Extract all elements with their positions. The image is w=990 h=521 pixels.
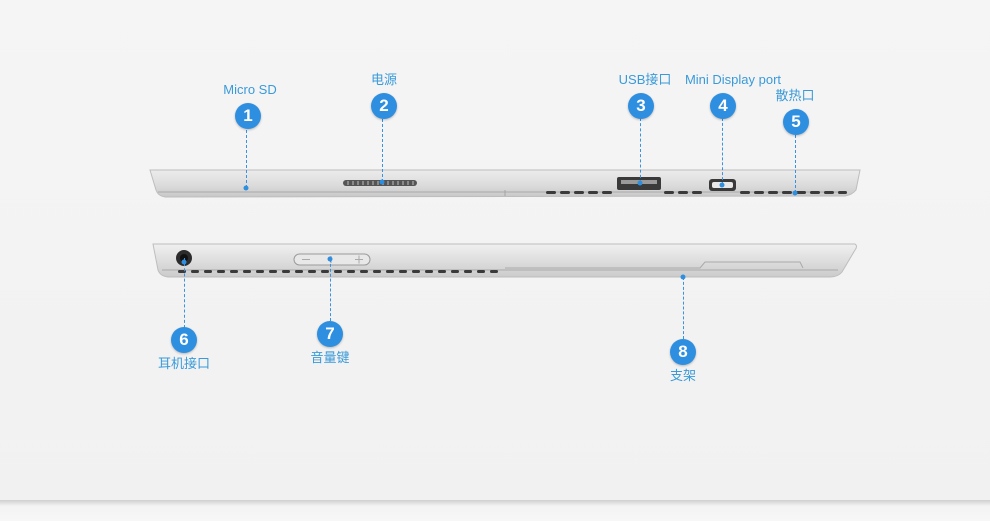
label-volume-keys: 音量键 [310, 350, 350, 365]
label-vent: 散热口 [775, 88, 815, 103]
anchor-dot-7 [327, 256, 333, 262]
leader-line-1 [246, 130, 247, 188]
anchor-dot-8 [680, 274, 686, 280]
badge-1: 1 [235, 103, 261, 129]
leader-line-2 [382, 119, 383, 182]
badge-3: 3 [628, 93, 654, 119]
label-kickstand: 支架 [669, 368, 697, 383]
anchor-dot-2 [379, 179, 385, 185]
anchor-dot-3 [637, 180, 643, 186]
leader-line-6 [184, 258, 185, 328]
leader-line-4 [722, 118, 723, 185]
badge-6: 6 [171, 327, 197, 353]
label-micro-sd: Micro SD [223, 82, 277, 97]
anchor-dot-6 [181, 259, 187, 265]
side-vents [178, 270, 498, 273]
badge-7: 7 [317, 321, 343, 347]
leader-line-7 [330, 259, 331, 321]
top-vents [546, 191, 847, 194]
leader-line-8 [683, 277, 684, 339]
label-usb-port: USB接口 [618, 72, 672, 87]
label-mini-display-port: Mini Display port [684, 72, 782, 87]
device-top-edge [149, 169, 861, 198]
badge-5: 5 [783, 109, 809, 135]
leader-line-3 [640, 118, 641, 183]
badge-8: 8 [670, 339, 696, 365]
anchor-dot-5 [792, 190, 798, 196]
badge-4: 4 [710, 93, 736, 119]
label-power: 电源 [370, 72, 398, 87]
badge-2: 2 [371, 93, 397, 119]
device-side-edge [152, 243, 857, 278]
anchor-dot-4 [719, 182, 725, 188]
anchor-dot-1 [243, 185, 249, 191]
leader-line-5 [795, 135, 796, 193]
bottom-shadow [0, 500, 990, 521]
label-headphone-jack: 耳机接口 [157, 356, 211, 371]
